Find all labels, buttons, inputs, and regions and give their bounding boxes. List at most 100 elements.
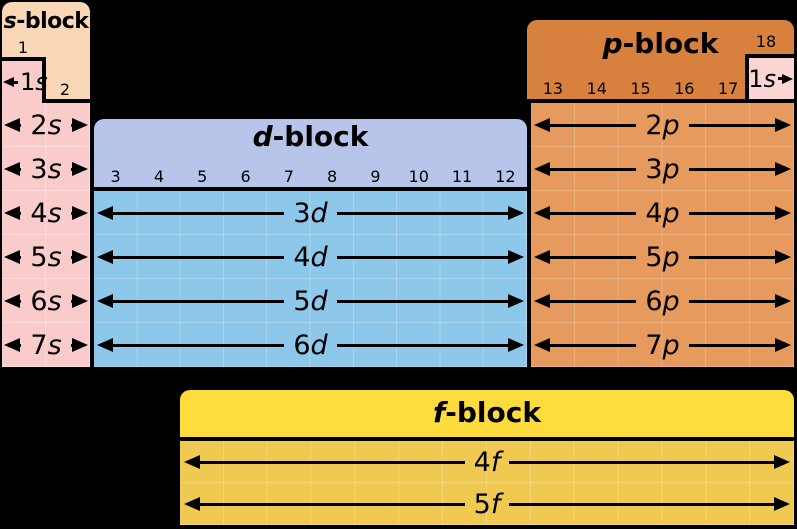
orbital-label-3d: 3d xyxy=(293,197,328,229)
orbital-label-5f: 5f xyxy=(473,488,501,520)
orbital-label-4d: 4d xyxy=(293,241,328,273)
group-number-5: 5 xyxy=(197,167,208,186)
arrow-line xyxy=(70,299,73,303)
arrow-left-icon xyxy=(184,455,200,469)
arrow-line xyxy=(336,343,509,347)
arrow-line xyxy=(688,167,776,171)
orbital-row-2s: 2s xyxy=(2,103,90,147)
orbital-label-6d: 6d xyxy=(293,329,328,361)
arrow-left-icon xyxy=(97,206,113,220)
arrow-line xyxy=(336,299,509,303)
p-block-body: 2p 3p 4p 5p 6p 7p xyxy=(527,99,794,367)
orbital-label-4p: 4p xyxy=(645,197,680,229)
f-block-title: f-block xyxy=(433,397,541,429)
orbital-label-3s: 3s xyxy=(30,153,62,185)
group-number-13: 13 xyxy=(542,79,564,98)
orbital-label-7p: 7p xyxy=(645,329,680,361)
arrow-line xyxy=(113,255,285,259)
f-block-header: f-block xyxy=(180,390,794,437)
f-block-title-suffix: -block xyxy=(445,396,541,430)
orbital-row-5d: 5d xyxy=(94,279,527,323)
orbital-label-7s: 7s xyxy=(30,329,62,361)
arrow-line xyxy=(688,299,776,303)
arrow-left-icon xyxy=(534,162,550,176)
orbital-row-4d: 4d xyxy=(94,235,527,279)
arrow-line xyxy=(20,255,22,259)
s-header-bottom-border xyxy=(42,99,90,103)
orbital-label-3p: 3p xyxy=(645,153,680,185)
arrow-line xyxy=(70,211,73,215)
orbital-label-5p: 5p xyxy=(645,241,680,273)
arrow-line xyxy=(70,343,73,347)
arrow-line xyxy=(113,211,285,215)
arrow-line xyxy=(20,343,22,347)
group-number-16: 16 xyxy=(674,79,695,98)
arrow-line xyxy=(14,80,18,84)
orbital-row-7s: 7s xyxy=(2,323,90,367)
arrow-right-icon xyxy=(72,338,89,352)
group-number-14: 14 xyxy=(586,79,607,98)
helium-1s-cell: 1s xyxy=(745,54,794,99)
arrow-line xyxy=(688,211,776,215)
arrow-right-icon xyxy=(775,294,792,308)
arrow-right-icon xyxy=(72,294,89,308)
arrow-right-icon xyxy=(782,73,793,84)
f-block-title-letter: f xyxy=(433,396,446,430)
arrow-right-icon xyxy=(775,250,792,264)
group-number-6: 6 xyxy=(240,167,251,186)
d-block-group-numbers: 3 4 5 6 7 8 9 10 11 12 xyxy=(94,169,527,185)
arrow-line xyxy=(550,167,637,171)
arrow-line xyxy=(336,211,509,215)
arrow-right-icon xyxy=(775,118,792,132)
group-number-15: 15 xyxy=(630,79,651,98)
arrow-line xyxy=(550,255,637,259)
orbital-row-5s: 5s xyxy=(2,235,90,279)
arrow-line xyxy=(200,502,465,506)
orbital-label-6s: 6s xyxy=(30,285,62,317)
arrow-line xyxy=(550,343,637,347)
orbital-row-6p: 6p xyxy=(531,279,794,323)
arrow-line xyxy=(550,299,637,303)
s-block-title: s-block xyxy=(2,9,90,34)
arrow-left-icon xyxy=(4,206,20,220)
d-block-title-letter: d xyxy=(252,120,273,153)
orbital-row-4s: 4s xyxy=(2,191,90,235)
group-number-18: 18 xyxy=(755,32,777,51)
orbital-label-1s: 1s xyxy=(20,68,48,96)
arrow-left-icon xyxy=(4,338,20,352)
d-block-title: d-block xyxy=(94,120,527,153)
arrow-left-icon xyxy=(4,162,20,176)
arrow-left-icon xyxy=(534,294,550,308)
arrow-left-icon xyxy=(534,118,550,132)
arrow-right-icon xyxy=(774,497,791,511)
orbital-label-6p: 6p xyxy=(645,285,680,317)
arrow-right-icon xyxy=(72,206,89,220)
arrow-line xyxy=(509,502,775,506)
arrow-left-icon xyxy=(4,250,20,264)
group-number-4: 4 xyxy=(153,167,165,186)
arrow-line xyxy=(113,299,285,303)
p-block-title-suffix: -block xyxy=(622,27,719,60)
arrow-right-icon xyxy=(72,118,89,132)
arrow-left-icon xyxy=(534,206,550,220)
orbital-label-4s: 4s xyxy=(30,197,62,229)
orbital-row-3p: 3p xyxy=(531,147,794,191)
arrow-left-icon xyxy=(534,338,550,352)
arrow-right-icon xyxy=(775,338,792,352)
group-number-11: 11 xyxy=(451,167,473,186)
arrow-line xyxy=(778,77,782,80)
arrow-left-icon xyxy=(4,118,20,132)
group-number-2: 2 xyxy=(59,80,71,99)
p-block-title-letter: p xyxy=(602,27,623,60)
orbital-row-5f: 5f xyxy=(180,483,794,525)
arrow-left-icon xyxy=(4,294,20,308)
orbital-row-6s: 6s xyxy=(2,279,90,323)
arrow-left-icon xyxy=(97,294,113,308)
orbital-row-2p: 2p xyxy=(531,103,794,147)
arrow-line xyxy=(20,123,22,127)
orbital-label-2s: 2s xyxy=(30,109,62,141)
arrow-right-icon xyxy=(508,250,525,264)
arrow-left-icon xyxy=(97,250,113,264)
orbital-row-4p: 4p xyxy=(531,191,794,235)
arrow-right-icon xyxy=(775,162,792,176)
